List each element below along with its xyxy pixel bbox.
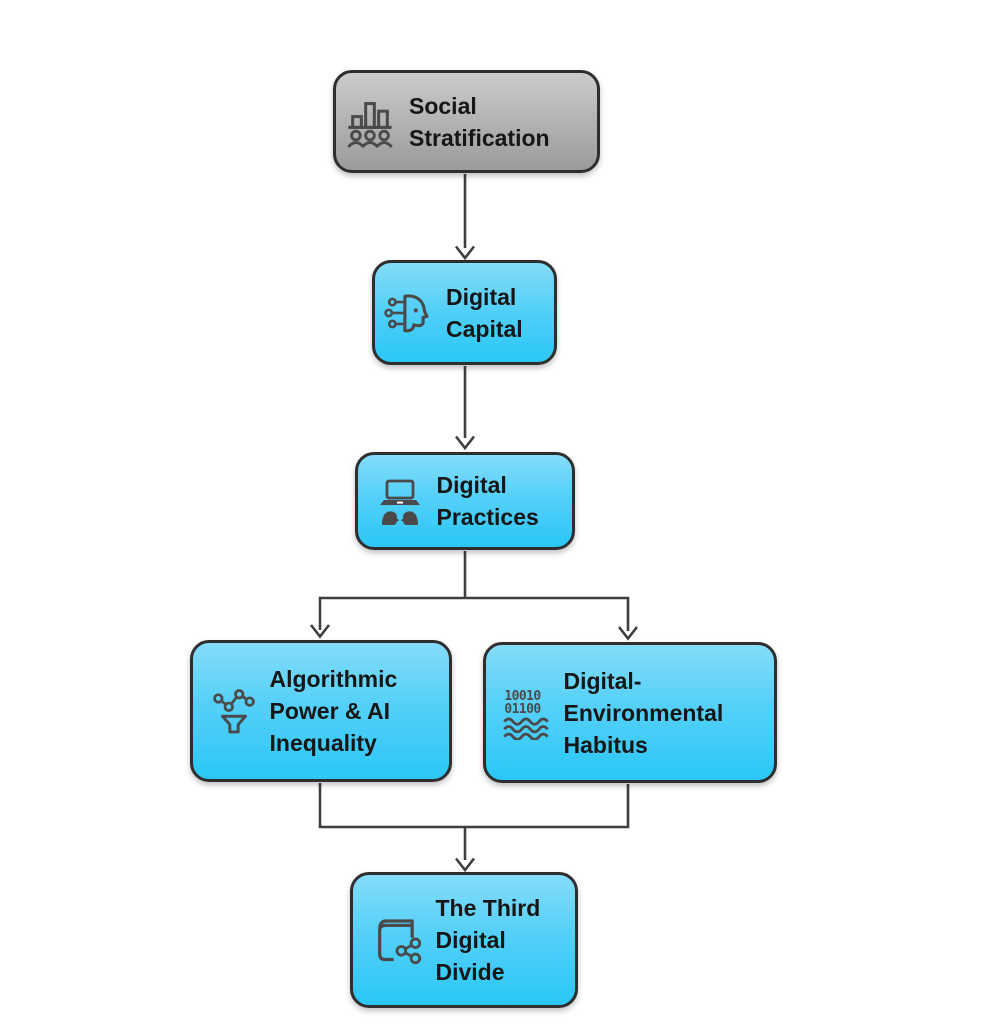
node-label: The Third Digital Divide [435,895,541,985]
node-algorithmic-power-ai-inequality: Algorithmic Power & AI Inequality [190,640,452,782]
node-label: Social Stratification [409,92,550,151]
binary-line-1: 10010 [504,689,541,704]
node-label: Digital-Environmental Habitus [563,667,724,758]
node-label: Digital Capital [446,283,523,342]
arrow-merge-to-divide [318,783,630,873]
node-label: Algorithmic Power & AI Inequality [269,666,398,756]
laptop-users-icon [376,475,424,527]
bar-chart-people-icon [344,96,396,148]
binary-line-2: 01100 [504,702,541,717]
node-the-third-digital-divide: The Third Digital Divide [350,872,578,1008]
node-social-stratification: Social Stratification [333,70,600,173]
arrow-practices-split [309,551,639,641]
arrow-social-to-capital [454,174,476,261]
book-share-icon [371,914,423,966]
node-digital-capital: Digital Capital [372,260,557,365]
node-digital-environmental-habitus: 10010 01100 Digital-Environmental Habitu… [483,642,777,783]
node-label: Digital Practices [436,472,539,530]
binary-waves-icon: 10010 01100 [501,686,551,740]
node-digital-practices: Digital Practices [355,452,575,550]
circuit-head-icon [383,287,433,339]
arrow-capital-to-practices [454,366,476,451]
network-funnel-icon [211,685,257,737]
